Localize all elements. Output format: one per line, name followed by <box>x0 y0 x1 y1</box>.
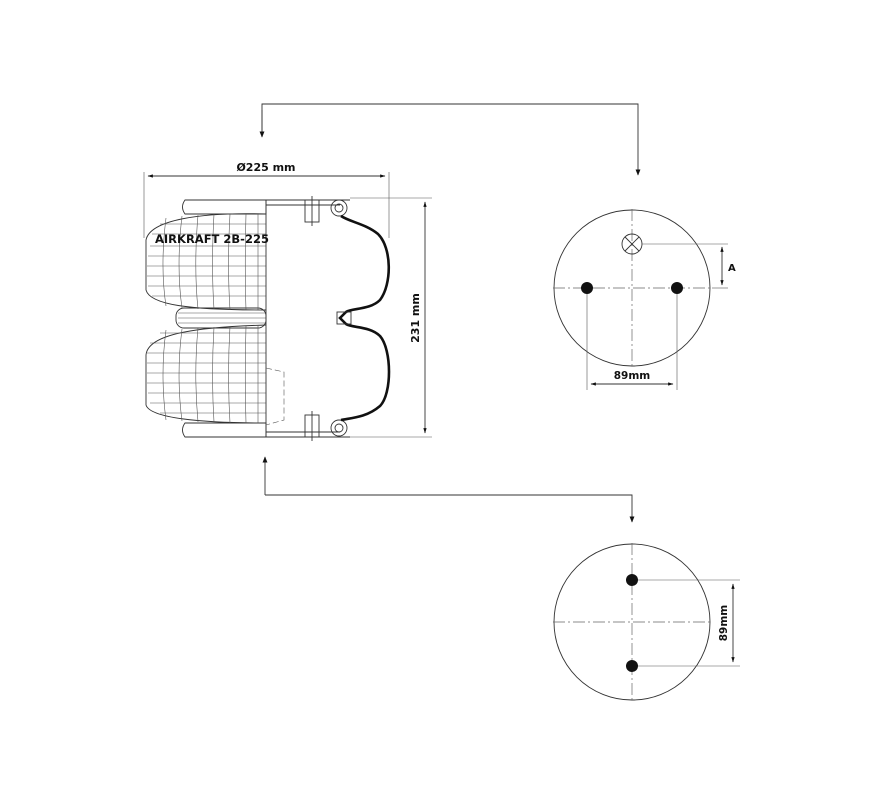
top-plate-view <box>553 209 728 390</box>
bottom-spacing-label: 89mm <box>718 605 730 642</box>
top-stud-hole-right <box>671 282 683 294</box>
top-connector-arrow <box>259 103 641 176</box>
height-dimension <box>350 197 432 438</box>
bottom-stud-hole-top <box>626 574 638 586</box>
diameter-label: Ø225 mm <box>236 161 295 174</box>
height-label: 231 mm <box>409 293 422 343</box>
top-stud-hole-left <box>581 282 593 294</box>
bellows-side-view <box>145 196 391 441</box>
bottom-plate-view <box>553 543 740 701</box>
brand-label: AIRKRAFT 2B-225 <box>155 232 269 246</box>
bottom-stud-hole-bottom <box>626 660 638 672</box>
top-spacing-label: 89mm <box>614 370 651 382</box>
bottom-connector-arrow <box>262 456 635 523</box>
top-offset-label: A <box>728 263 736 274</box>
diameter-dimension <box>143 172 390 238</box>
